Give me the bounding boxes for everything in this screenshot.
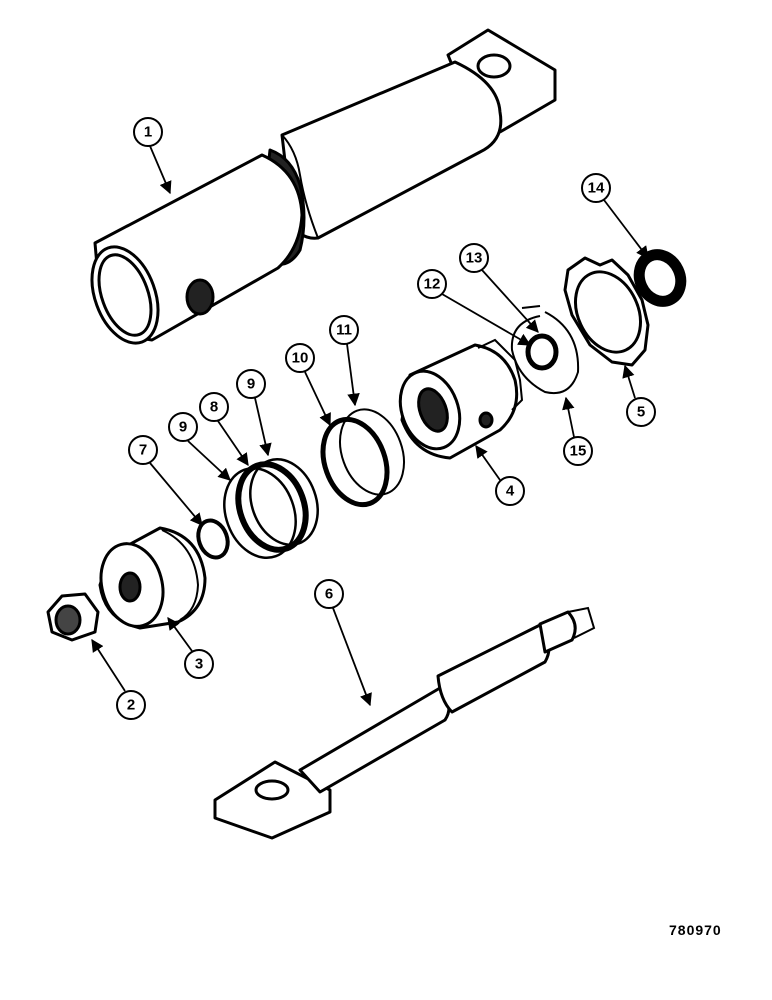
callout-8-label: 8 bbox=[210, 399, 218, 416]
piston-seal-parts bbox=[223, 457, 319, 560]
callout-3-label: 3 bbox=[195, 656, 203, 673]
callout-5-label: 5 bbox=[637, 404, 645, 421]
cylinder-barrel-part bbox=[90, 28, 557, 345]
callout-13: 13 bbox=[459, 243, 539, 333]
callout-14-label: 14 bbox=[588, 180, 605, 197]
piston-rod-part bbox=[213, 606, 596, 840]
snap-ring-part bbox=[510, 305, 580, 394]
callout-10-label: 10 bbox=[292, 350, 309, 367]
callout-6: 6 bbox=[314, 579, 372, 707]
callout-12: 12 bbox=[417, 269, 532, 346]
hex-nut-part bbox=[46, 592, 100, 642]
callout-9a-label: 9 bbox=[179, 419, 187, 436]
callout-14: 14 bbox=[581, 173, 649, 260]
piston-part bbox=[98, 526, 207, 630]
piston-o-ring-part bbox=[196, 518, 230, 560]
callout-11-label: 11 bbox=[336, 322, 352, 339]
callout-3: 3 bbox=[167, 616, 214, 679]
callout-1-label: 1 bbox=[144, 124, 152, 141]
wiper-seal-part bbox=[633, 249, 687, 307]
callout-2-label: 2 bbox=[127, 697, 135, 714]
callout-11: 11 bbox=[329, 315, 360, 407]
callout-1: 1 bbox=[133, 117, 172, 195]
callout-9b-label: 9 bbox=[247, 376, 255, 393]
lock-nut-part bbox=[563, 256, 650, 367]
callout-7: 7 bbox=[128, 435, 203, 526]
callout-8: 8 bbox=[199, 392, 249, 467]
callout-4: 4 bbox=[475, 444, 525, 506]
callout-13-label: 13 bbox=[466, 250, 483, 267]
callout-5: 5 bbox=[622, 364, 656, 427]
callout-15: 15 bbox=[562, 396, 593, 466]
gland-part bbox=[398, 338, 524, 460]
o-ring-and-backup-ring-parts bbox=[320, 408, 405, 508]
callout-7-label: 7 bbox=[139, 442, 147, 459]
callout-9b: 9 bbox=[236, 369, 272, 457]
callout-4-label: 4 bbox=[506, 483, 515, 500]
callout-12-label: 12 bbox=[424, 276, 441, 293]
callout-15-label: 15 bbox=[570, 443, 587, 460]
callout-9a: 9 bbox=[168, 412, 231, 481]
callout-6-label: 6 bbox=[325, 586, 333, 603]
callout-2: 2 bbox=[91, 638, 146, 720]
drawing-number: 780970 bbox=[669, 922, 722, 938]
callout-10: 10 bbox=[285, 343, 331, 427]
